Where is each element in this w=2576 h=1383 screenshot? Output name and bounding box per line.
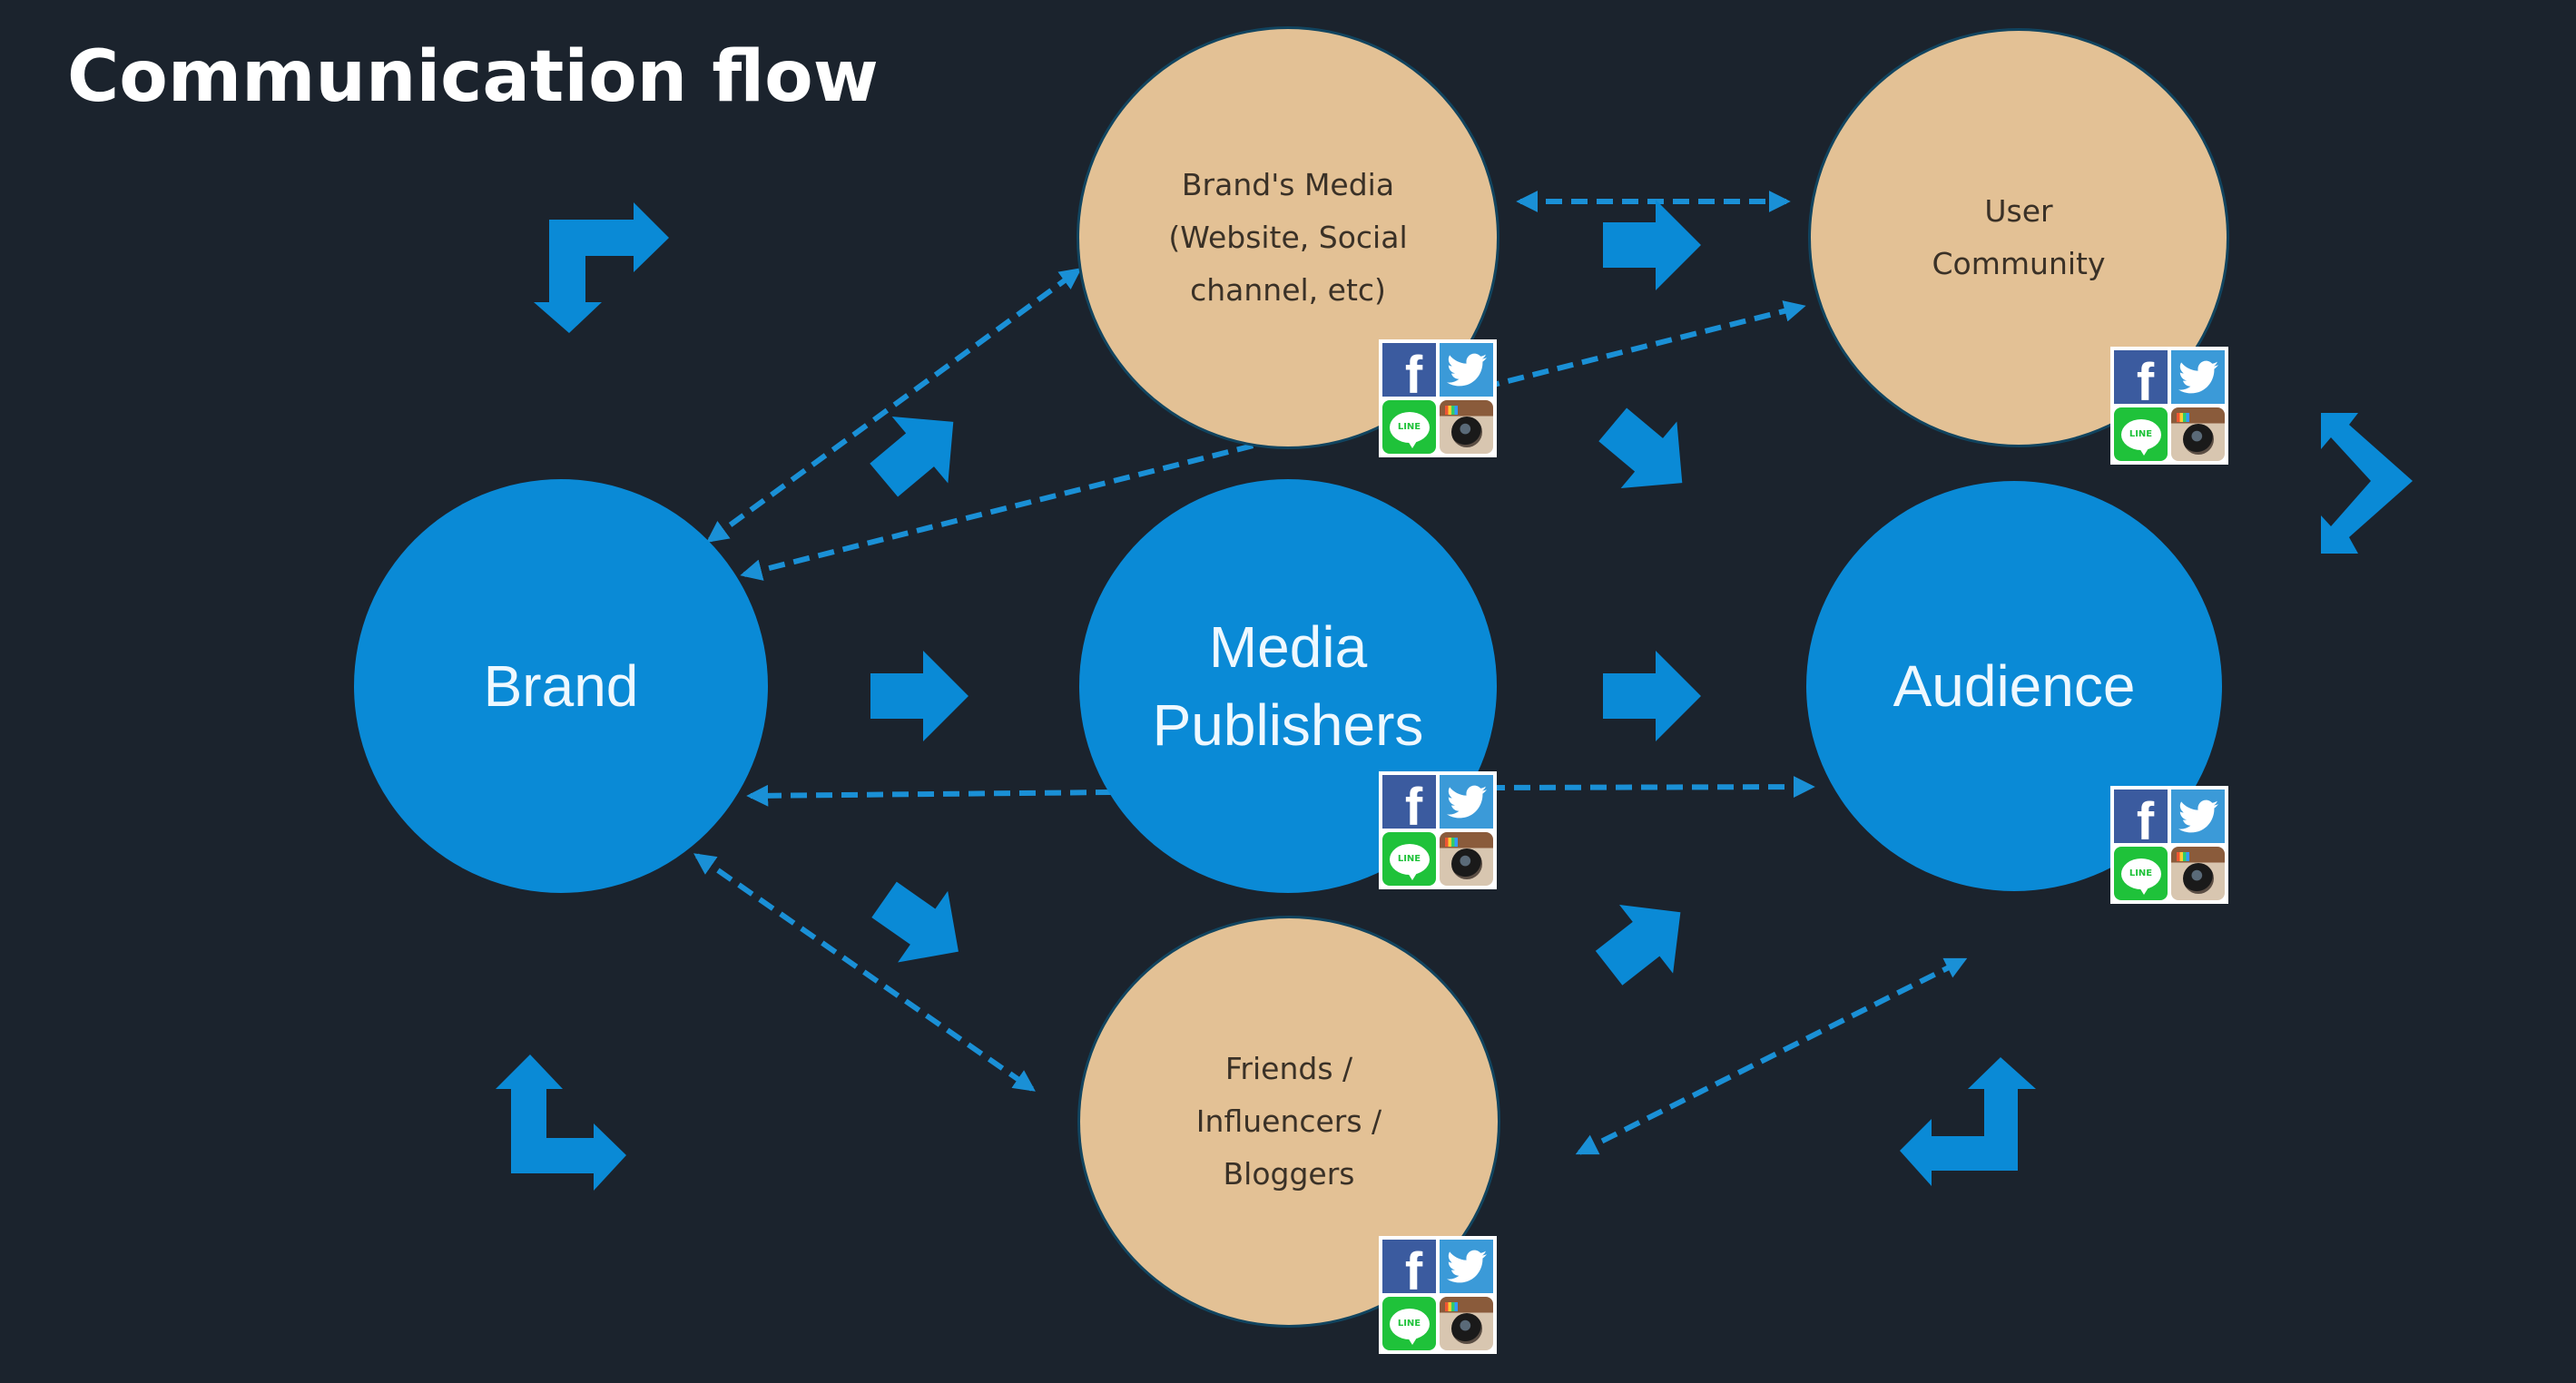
facebook-icon: f bbox=[2114, 350, 2168, 404]
twitter-icon bbox=[2171, 790, 2225, 843]
facebook-icon: f bbox=[1382, 1240, 1436, 1293]
line-icon: LINE bbox=[2114, 407, 2168, 461]
facebook-icon: f bbox=[2114, 790, 2168, 843]
twitter-bird-glyph bbox=[1446, 785, 1487, 818]
facebook-icon-glyph: f bbox=[1404, 346, 1423, 397]
facebook-icon-glyph: f bbox=[2136, 792, 2155, 844]
instagram-lens bbox=[1450, 1312, 1482, 1344]
line-icon: LINE bbox=[2114, 847, 2168, 900]
arrow-brands-media-to-audience bbox=[1598, 407, 1683, 489]
node-audience-label: Audience bbox=[1893, 653, 2136, 719]
line-icon-glyph: LINE bbox=[1389, 411, 1430, 448]
node-brand: Brand bbox=[354, 479, 768, 893]
line-icon: LINE bbox=[1382, 832, 1436, 886]
arrow-media-publishers-to-audience bbox=[1603, 651, 1701, 741]
instagram-icon bbox=[1440, 1297, 1493, 1350]
line-icon-glyph: LINE bbox=[2120, 858, 2161, 895]
instagram-icon bbox=[2171, 847, 2225, 900]
instagram-stripe bbox=[1445, 838, 1458, 847]
arrow-brand-to-media-publishers bbox=[870, 651, 968, 741]
dashed-media-publishers-to-audience bbox=[1488, 776, 1815, 799]
page-title: Communication flow bbox=[67, 36, 879, 118]
node-user-community-label-1: User bbox=[1984, 193, 2053, 229]
instagram-lens bbox=[1450, 416, 1482, 447]
instagram-lens bbox=[2182, 862, 2214, 894]
node-media-publishers-label-2: Publishers bbox=[1152, 692, 1424, 758]
instagram-stripe bbox=[1445, 1302, 1458, 1311]
arrow-brands-media-to-user-community bbox=[1603, 200, 1701, 290]
twitter-bird-glyph bbox=[1446, 1250, 1487, 1282]
instagram-lens bbox=[2182, 423, 2214, 455]
node-brands-media-label-3: channel, etc) bbox=[1190, 272, 1386, 308]
dashed-friends-audience bbox=[1575, 957, 1968, 1155]
bent-arrow-top-left-icon bbox=[534, 202, 669, 333]
twitter-bird-glyph bbox=[1446, 353, 1487, 386]
node-brands-media-label-2: (Website, Social bbox=[1168, 220, 1408, 255]
node-friends-label-3: Bloggers bbox=[1223, 1156, 1355, 1192]
twitter-icon bbox=[2171, 350, 2225, 404]
node-friends-label-2: Influencers / bbox=[1195, 1103, 1382, 1139]
instagram-lens bbox=[1450, 848, 1482, 879]
node-brands-media-label-1: Brand's Media bbox=[1181, 167, 1395, 202]
twitter-bird-glyph bbox=[2178, 360, 2218, 393]
dashed-media-publishers-to-brand bbox=[746, 784, 1113, 807]
twitter-icon bbox=[1440, 775, 1493, 829]
dashed-brand-friends bbox=[693, 853, 1036, 1092]
line-icon-glyph: LINE bbox=[2120, 418, 2161, 456]
facebook-icon-glyph: f bbox=[1404, 778, 1423, 829]
bent-arrow-bottom-left-icon bbox=[496, 1054, 626, 1191]
facebook-icon-glyph: f bbox=[1404, 1242, 1423, 1294]
twitter-icon bbox=[1440, 343, 1493, 397]
instagram-stripe bbox=[1445, 406, 1458, 415]
facebook-icon: f bbox=[1382, 775, 1436, 829]
node-brands-media: Brand's Media (Website, Social channel, … bbox=[1079, 29, 1497, 446]
twitter-bird-glyph bbox=[2178, 799, 2218, 832]
line-icon: LINE bbox=[1382, 400, 1436, 454]
node-user-community-label-2: Community bbox=[1932, 246, 2106, 281]
node-media-publishers-label-1: Media bbox=[1208, 614, 1368, 680]
instagram-stripe bbox=[2177, 852, 2189, 861]
instagram-icon bbox=[1440, 400, 1493, 454]
dashed-brand-brands-media bbox=[706, 268, 1082, 543]
instagram-icon bbox=[1440, 832, 1493, 886]
line-icon-glyph: LINE bbox=[1389, 843, 1430, 880]
bent-arrow-bottom-right-icon bbox=[1900, 1057, 2036, 1186]
instagram-icon bbox=[2171, 407, 2225, 461]
chevron-loop-arrow-right-icon bbox=[2321, 413, 2413, 554]
node-friends-label-1: Friends / bbox=[1224, 1051, 1353, 1086]
node-brand-label: Brand bbox=[483, 653, 639, 719]
arrow-brand-to-brands-media bbox=[870, 416, 954, 497]
facebook-icon: f bbox=[1382, 343, 1436, 397]
line-icon-glyph: LINE bbox=[1389, 1308, 1430, 1345]
instagram-stripe bbox=[2177, 413, 2189, 422]
twitter-icon bbox=[1440, 1240, 1493, 1293]
facebook-icon-glyph: f bbox=[2136, 353, 2155, 405]
arrow-brand-to-friends bbox=[871, 881, 959, 963]
arrow-friends-to-audience bbox=[1595, 904, 1681, 986]
line-icon: LINE bbox=[1382, 1297, 1436, 1350]
